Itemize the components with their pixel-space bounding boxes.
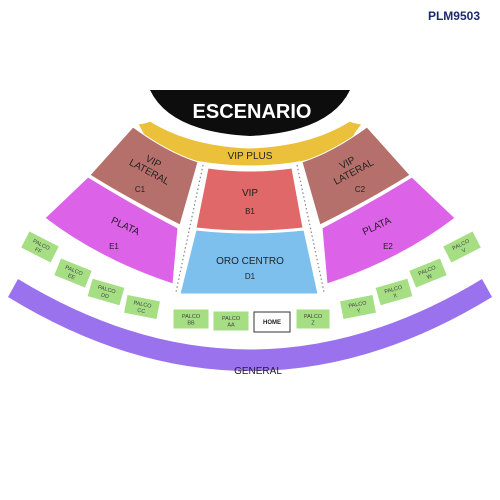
palco-cc-box: [122, 293, 162, 321]
home-label: HOME: [263, 320, 281, 326]
palco-z-box: [295, 308, 331, 330]
plata-e2-code: E2: [383, 242, 393, 251]
palco-w-code: W: [426, 273, 434, 281]
palco-v-box: [441, 230, 483, 264]
section-vip-lateral-c2[interactable]: [301, 126, 411, 226]
palco-aa-label: PALCO: [222, 316, 241, 322]
section-vip-lateral-c1[interactable]: [89, 126, 199, 226]
stage-label: ESCENARIO: [193, 101, 312, 123]
palco-cc-label: PALCO: [133, 300, 153, 310]
vip-plus-label: VIP PLUS: [228, 151, 273, 162]
oro-centro-code: D1: [245, 272, 256, 281]
palco-bb-code: BB: [187, 321, 195, 327]
vip-lateral-c1-code: C1: [135, 185, 146, 194]
palco-ff-box: [19, 230, 61, 264]
palco-x-label: PALCO: [384, 284, 404, 295]
palco-home-box: [253, 311, 291, 333]
section-oro-centro-d1[interactable]: [179, 229, 319, 295]
section-vip-b1[interactable]: [195, 167, 304, 232]
palco-y-box: [338, 293, 378, 321]
palco-y-label: PALCO: [348, 300, 368, 310]
palco-z-code: Z: [311, 321, 315, 327]
general-label: GENERAL: [234, 366, 282, 377]
palco-ee-code: EE: [67, 273, 76, 281]
palco-ee-box: [53, 257, 93, 289]
palco-x-code: X: [393, 293, 398, 300]
section-plata-e1[interactable]: [44, 176, 179, 285]
vip-label: VIP: [242, 188, 258, 199]
section-vip-plus[interactable]: [137, 120, 363, 167]
palco-ff-code: FF: [34, 247, 43, 256]
palco-bb-box: [172, 308, 210, 330]
palco-dd-box: [86, 277, 126, 307]
palco-home: HOME: [253, 311, 291, 333]
palco-aa-box: [212, 310, 250, 332]
palco-w-box: [408, 257, 448, 289]
venue-code: PLM9503: [427, 9, 480, 23]
aisle-dots: [175, 164, 325, 293]
palco-dd-code: DD: [100, 292, 109, 300]
stage: [150, 90, 350, 136]
palco-v-code: V: [461, 247, 467, 254]
palco-y-code: Y: [356, 308, 361, 315]
plata-e1-code: E1: [109, 242, 119, 251]
section-general[interactable]: [8, 279, 492, 371]
palco-bb-label: PALCO: [182, 314, 201, 320]
palco-z-label: PALCO: [304, 314, 323, 320]
vip-code: B1: [245, 207, 255, 216]
palco-x-box: [374, 277, 414, 307]
vip-lateral-c2-code: C2: [355, 185, 366, 194]
palco-cc-code: CC: [137, 308, 146, 315]
palco-aa-code: AA: [227, 323, 235, 329]
section-plata-e2[interactable]: [321, 176, 456, 285]
oro-centro-label: ORO CENTRO: [216, 256, 284, 267]
palco-dd-label: PALCO: [97, 285, 117, 296]
